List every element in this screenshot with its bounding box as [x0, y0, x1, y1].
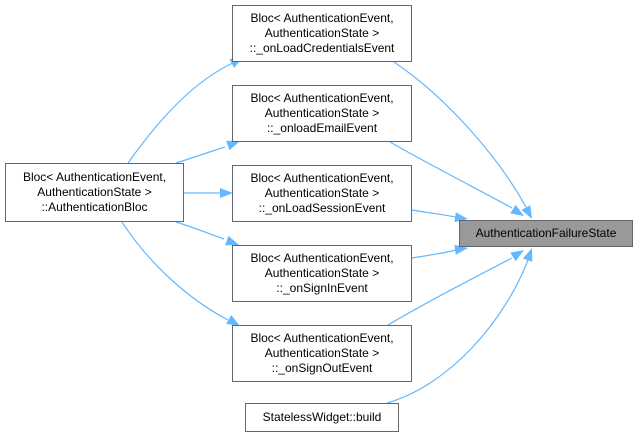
node-label-line: AuthenticationState >	[264, 106, 380, 120]
node-authentication-bloc[interactable]: Bloc< AuthenticationEvent, Authenticatio…	[5, 163, 184, 222]
node-on-load-session-event[interactable]: Bloc< AuthenticationEvent, Authenticatio…	[232, 165, 412, 222]
node-on-sign-in-event[interactable]: Bloc< AuthenticationEvent, Authenticatio…	[232, 245, 412, 302]
arrowhead-icon	[220, 188, 233, 198]
node-label-line: AuthenticationState >	[264, 266, 380, 280]
arrowhead-icon	[510, 250, 524, 262]
node-label-line: ::AuthenticationBloc	[41, 200, 148, 214]
node-label-line: AuthenticationState >	[37, 185, 152, 199]
node-authentication-failure-state[interactable]: AuthenticationFailureState	[459, 220, 633, 247]
node-label-line: ::_onSignInEvent	[276, 281, 368, 295]
edge-n2-to-target	[389, 141, 513, 209]
edge-n3-to-target	[411, 209, 457, 218]
arrowhead-icon	[226, 140, 240, 151]
node-label-line: StatelessWidget::build	[262, 410, 382, 424]
node-label-line: AuthenticationFailureState	[475, 226, 617, 240]
edge-root-to-n2	[175, 146, 226, 164]
node-on-load-email-event[interactable]: Bloc< AuthenticationEvent, Authenticatio…	[232, 85, 412, 142]
node-on-load-credentials-event[interactable]: Bloc< AuthenticationEvent, Authenticatio…	[232, 5, 412, 62]
edge-n1-to-target	[393, 61, 527, 208]
node-label-line: AuthenticationState >	[264, 26, 380, 40]
arrowhead-icon	[522, 248, 533, 262]
node-label-line: ::_onloadEmailEvent	[266, 121, 378, 135]
edge-n4-to-target	[411, 249, 457, 259]
arrowhead-icon	[454, 212, 468, 223]
edge-root-to-n4	[175, 221, 225, 240]
arrowhead-icon	[225, 235, 239, 246]
node-on-sign-out-event[interactable]: Bloc< AuthenticationEvent, Authenticatio…	[232, 325, 412, 382]
node-label-line: Bloc< AuthenticationEvent,	[250, 171, 394, 185]
arrowhead-icon	[521, 205, 532, 219]
node-label-line: ::_onSignOutEvent	[271, 361, 373, 375]
arrowhead-icon	[226, 315, 240, 326]
node-label-line: AuthenticationState >	[264, 346, 380, 360]
edge-n6-to-target	[386, 259, 529, 404]
edge-n5-to-target	[387, 257, 513, 326]
node-label-line: Bloc< AuthenticationEvent,	[250, 11, 394, 25]
node-label-line: Bloc< AuthenticationEvent,	[250, 91, 394, 105]
edge-root-to-n5	[121, 221, 229, 321]
node-label-line: ::_onLoadCredentialsEvent	[249, 41, 395, 55]
edge-root-to-n1	[127, 61, 236, 164]
node-label-line: Bloc< AuthenticationEvent,	[22, 170, 167, 184]
arrowhead-icon	[510, 204, 524, 216]
node-label-line: Bloc< AuthenticationEvent,	[250, 331, 394, 345]
node-label-line: ::_onLoadSessionEvent	[258, 201, 386, 215]
node-label-line: Bloc< AuthenticationEvent,	[250, 251, 394, 265]
arrowhead-icon	[454, 244, 468, 255]
node-label-line: AuthenticationState >	[264, 186, 380, 200]
node-stateless-widget-build[interactable]: StatelessWidget::build	[245, 403, 399, 432]
